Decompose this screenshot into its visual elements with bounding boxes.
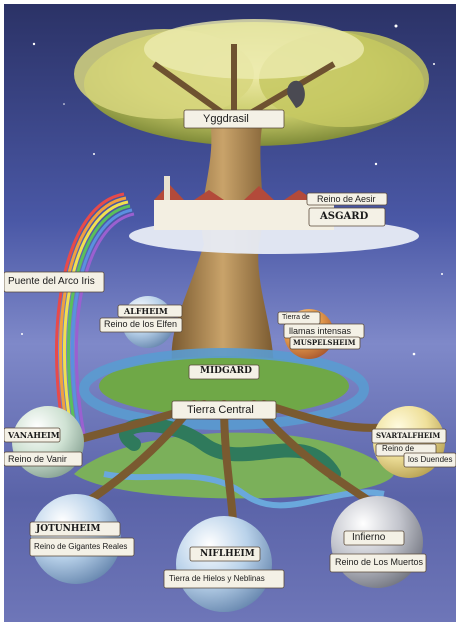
infierno-label: Infierno bbox=[352, 532, 386, 543]
reino-de-label: Reino de bbox=[382, 444, 415, 453]
alfheim-label: ALFHEIM bbox=[124, 306, 168, 316]
niflheim-label: NIFLHEIM bbox=[200, 549, 255, 559]
los-duendes-label: los Duendes bbox=[408, 455, 453, 464]
tree-canopy bbox=[74, 19, 429, 146]
reino-elfen-label: Reino de los Elfen bbox=[104, 319, 178, 329]
reino-muertos-label: Reino de Los Muertos bbox=[335, 557, 424, 567]
jotunheim-label: JOTUNHEIM bbox=[36, 524, 101, 534]
muspelsheim-label: MUSPELSHEIM bbox=[293, 338, 356, 347]
midgard-land bbox=[99, 356, 349, 416]
reino-aesir-label: Reino de Aesir bbox=[317, 194, 376, 204]
tierra-central-label: Tierra Central bbox=[187, 404, 254, 416]
llamas-intensas-label: llamas intensas bbox=[289, 326, 352, 336]
reino-gigantes-label: Reino de Gigantes Reales bbox=[34, 542, 128, 551]
yggdrasil-illustration: Yggdrasil Reino de Aesir ASGARD Puente d… bbox=[4, 4, 456, 622]
vanaheim-label: VANAHEIM bbox=[8, 430, 60, 440]
tierra-de-label: Tierra de bbox=[282, 314, 310, 321]
hielos-neblinas-label: Tierra de Hielos y Neblinas bbox=[169, 574, 265, 583]
svartalfheim-label: SVARTALFHEIM bbox=[376, 431, 441, 440]
illustration-canvas bbox=[4, 4, 456, 622]
asgard-city bbox=[154, 176, 334, 230]
stars bbox=[21, 24, 443, 356]
river bbox=[103, 471, 385, 509]
asgard-label: ASGARD bbox=[320, 211, 369, 222]
banners bbox=[4, 109, 456, 589]
niflheim-orb bbox=[176, 516, 272, 612]
midgard-label: MIDGARD bbox=[200, 366, 252, 376]
eagle-icon bbox=[287, 80, 305, 108]
yggdrasil-label: Yggdrasil bbox=[203, 113, 249, 125]
puente-arco-iris-label: Puente del Arco Iris bbox=[8, 276, 95, 287]
reino-vanir-label: Reino de Vanir bbox=[8, 454, 67, 464]
